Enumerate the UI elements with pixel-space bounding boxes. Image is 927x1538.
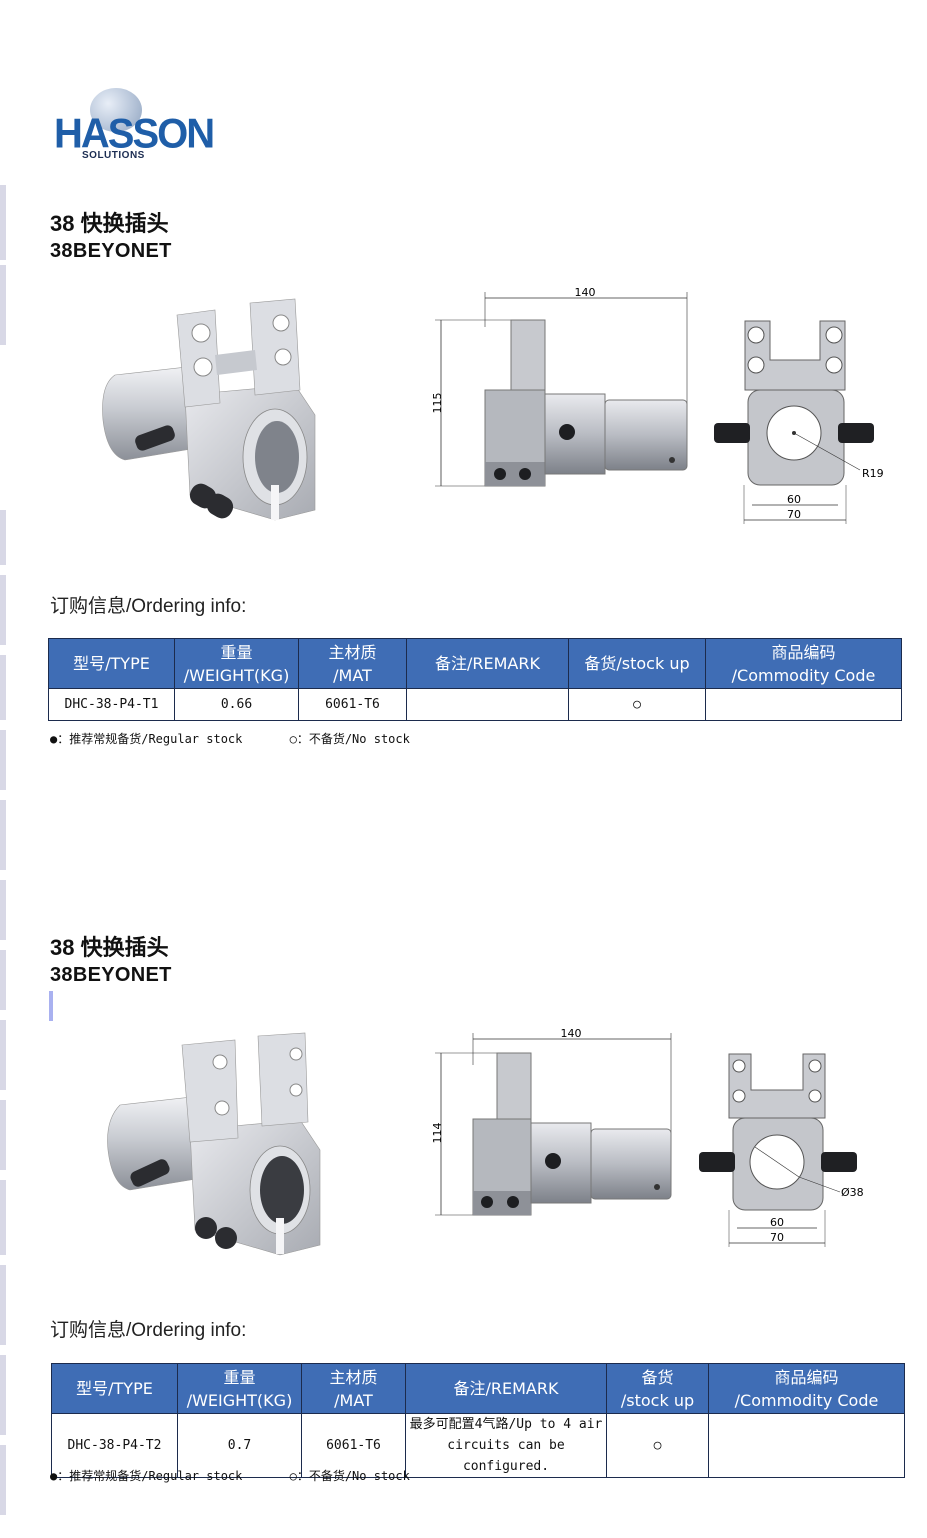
page-edge-marker bbox=[0, 265, 6, 345]
page-edge-marker bbox=[0, 655, 6, 720]
dim-height: 115 bbox=[431, 393, 444, 414]
header-remark: 备注/REMARK bbox=[405, 1363, 607, 1414]
legend-no-stock: ○：不备货/No stock bbox=[289, 1469, 410, 1483]
dim-length: 140 bbox=[575, 286, 596, 299]
product-title-cn: 38 快换插头 bbox=[50, 935, 169, 960]
product-title-cn: 38 快换插头 bbox=[50, 211, 169, 236]
page-edge-marker bbox=[0, 730, 6, 790]
dim-radius: R19 bbox=[862, 467, 884, 480]
dim-length: 140 bbox=[561, 1027, 582, 1040]
header-stock: 备货/stock up bbox=[568, 638, 706, 689]
product-photo bbox=[107, 1032, 321, 1256]
cell-stock: ○ bbox=[606, 1413, 709, 1478]
header-material: 主材质/MAT bbox=[298, 638, 407, 689]
dim-inner-width: 60 bbox=[787, 493, 801, 506]
product-photo bbox=[102, 298, 316, 521]
page-edge-marker bbox=[0, 1445, 6, 1515]
cell-code bbox=[705, 688, 902, 721]
table-header-row: 型号/TYPE 重量/WEIGHT(KG) 主材质/MAT 备注/REMARK … bbox=[48, 638, 902, 689]
page-edge-marker bbox=[0, 185, 6, 260]
page-edge-marker bbox=[0, 880, 6, 940]
header-type: 型号/TYPE bbox=[51, 1363, 178, 1414]
header-code: 商品编码/Commodity Code bbox=[708, 1363, 905, 1414]
dim-height: 114 bbox=[431, 1123, 444, 1144]
ordering-info-title: 订购信息/Ordering info: bbox=[50, 596, 247, 617]
page-edge-marker bbox=[0, 950, 6, 1010]
logo-wordmark: HASSON bbox=[54, 110, 215, 158]
page-edge-marker bbox=[0, 1265, 6, 1345]
header-material: 主材质/MAT bbox=[301, 1363, 406, 1414]
cell-material: 6061-T6 bbox=[298, 688, 407, 721]
cell-material: 6061-T6 bbox=[301, 1413, 406, 1478]
page-edge-marker bbox=[0, 1180, 6, 1255]
header-weight: 重量/WEIGHT(KG) bbox=[174, 638, 299, 689]
legend-no-stock: ○：不备货/No stock bbox=[289, 732, 410, 746]
table-row: DHC-38-P4-T1 0.66 6061-T6 ○ bbox=[48, 688, 902, 721]
product-title-en: 38BEYONET bbox=[50, 964, 172, 986]
cell-code bbox=[708, 1413, 905, 1478]
page-edge-marker bbox=[0, 1100, 6, 1170]
page-edge-marker bbox=[0, 1355, 6, 1435]
accent-bar bbox=[49, 991, 53, 1021]
header-code: 商品编码/Commodity Code bbox=[705, 638, 902, 689]
dim-outer-width: 70 bbox=[787, 508, 801, 521]
cell-type: DHC-38-P4-T2 bbox=[51, 1413, 178, 1478]
page-edge-marker bbox=[0, 800, 6, 870]
page-edge-marker bbox=[0, 1020, 6, 1090]
side-view-drawing: 140 114 bbox=[431, 1027, 672, 1216]
front-view-drawing: Ø38 60 70 bbox=[699, 1053, 864, 1247]
dim-diameter: Ø38 bbox=[841, 1186, 864, 1199]
table-header-row: 型号/TYPE 重量/WEIGHT(KG) 主材质/MAT 备注/REMARK … bbox=[51, 1363, 905, 1414]
page-edge-marker bbox=[0, 510, 6, 565]
cell-type: DHC-38-P4-T1 bbox=[48, 688, 175, 721]
cell-weight: 0.7 bbox=[177, 1413, 302, 1478]
dim-inner-width: 60 bbox=[770, 1216, 784, 1229]
globe-icon bbox=[90, 88, 142, 132]
stock-legend: ●：推荐常规备货/Regular stock ○：不备货/No stock bbox=[50, 730, 450, 747]
company-logo: HASSON SOLUTIONS bbox=[52, 86, 215, 166]
cell-weight: 0.66 bbox=[174, 688, 299, 721]
cell-stock: ○ bbox=[568, 688, 706, 721]
header-type: 型号/TYPE bbox=[48, 638, 175, 689]
product-title-en: 38BEYONET bbox=[50, 240, 172, 262]
front-view-drawing: R19 60 70 bbox=[714, 320, 884, 524]
legend-regular: ●：推荐常规备货/Regular stock bbox=[50, 732, 243, 746]
ordering-table: 型号/TYPE 重量/WEIGHT(KG) 主材质/MAT 备注/REMARK … bbox=[48, 638, 902, 721]
legend-regular: ●：推荐常规备货/Regular stock bbox=[50, 1469, 243, 1483]
table-row: DHC-38-P4-T2 0.7 6061-T6 最多可配置4气路/Up to … bbox=[51, 1413, 905, 1478]
stock-legend: ●：推荐常规备货/Regular stock ○：不备货/No stock bbox=[50, 1467, 450, 1484]
header-remark: 备注/REMARK bbox=[406, 638, 569, 689]
header-weight: 重量/WEIGHT(KG) bbox=[177, 1363, 302, 1414]
header-stock: 备货/stock up bbox=[606, 1363, 709, 1414]
ordering-table: 型号/TYPE 重量/WEIGHT(KG) 主材质/MAT 备注/REMARK … bbox=[51, 1363, 905, 1478]
ordering-info-title: 订购信息/Ordering info: bbox=[50, 1320, 247, 1341]
page-edge-marker bbox=[0, 575, 6, 645]
logo-subtitle: SOLUTIONS bbox=[82, 150, 145, 161]
dim-outer-width: 70 bbox=[770, 1231, 784, 1244]
cell-remark bbox=[406, 688, 569, 721]
side-view-drawing: 140 115 bbox=[431, 286, 688, 487]
